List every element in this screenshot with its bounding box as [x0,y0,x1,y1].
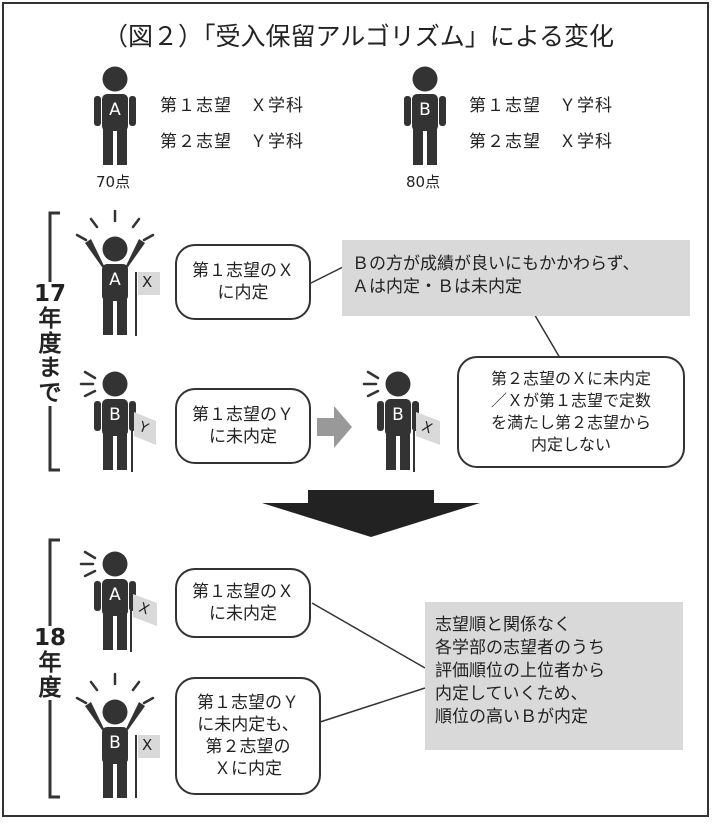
person-b-sad-second-letter: B [392,405,404,425]
person-b-sad-letter: B [109,405,121,425]
flag-a-17: X [142,273,153,291]
person-a-sad-letter: A [109,585,121,605]
bubble-b-17: 第１志望のＹ に未内定 [175,388,311,464]
bubble-a-17: 第１志望のＸ に内定 [175,244,311,320]
person-a-pref1: 第１志望 Ｘ学科 [160,96,304,116]
section-label-18: 18年度 [34,625,67,701]
page-title: （図２）「受入保留アルゴリズム」による変化 [102,22,614,51]
gray-arrow [317,406,352,448]
note-18: 志望順と関係なく 各学部の志望者のうち 評価順位の上位者から 内定していくため、… [425,602,683,750]
note-17-top: Ｂの方が成績が良いにもかかわらず、 Ａは内定・Ｂは未内定 [342,240,690,316]
bubble-a-18: 第１志望のＸ に未内定 [175,568,311,638]
person-a-cheering-letter: A [109,270,121,290]
person-b-letter: B [419,100,431,120]
person-a-pref2: 第２志望 Ｙ学科 [160,132,304,152]
person-b-pref2: 第２志望 Ｘ学科 [469,132,613,152]
section-label-17: 17年度まで [34,281,67,407]
person-b-score: 80点 [406,173,441,191]
flag-b-18: X [142,736,153,754]
outer-frame [2,2,709,817]
bubble-note-17: 第２志望のＸに未内定 ／Ｘが第１志望で定数 を満たし第２志望から 内定しない [457,356,685,468]
bubble-b-18: 第１志望のＹ に未内定も、 第２志望の Ｘに内定 [175,677,321,795]
person-b-cheering-letter: B [109,733,121,753]
big-down-arrow [262,490,480,537]
person-b-pref1: 第１志望 Ｙ学科 [469,96,613,116]
person-a-score: 70点 [96,173,131,191]
person-a-letter: A [109,100,121,120]
